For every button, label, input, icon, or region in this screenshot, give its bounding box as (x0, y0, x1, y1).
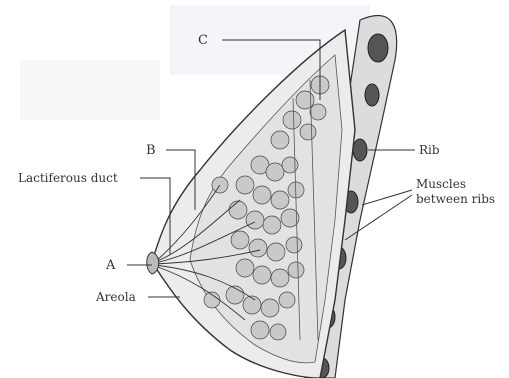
label-lactiferous-duct: Lactiferous duct (18, 171, 118, 185)
rib-3 (353, 139, 367, 161)
label-c: C (198, 33, 208, 48)
label-a: A (105, 258, 116, 273)
nipple (147, 252, 159, 274)
background-wash-left (20, 60, 160, 120)
rib-1 (368, 34, 388, 62)
label-rib: Rib (419, 143, 440, 157)
rib-2 (365, 84, 379, 106)
label-muscles-line1: Muscles (416, 177, 466, 191)
label-b: B (146, 143, 156, 158)
label-areola: Areola (95, 290, 136, 304)
label-muscles-line2: between ribs (416, 192, 495, 206)
